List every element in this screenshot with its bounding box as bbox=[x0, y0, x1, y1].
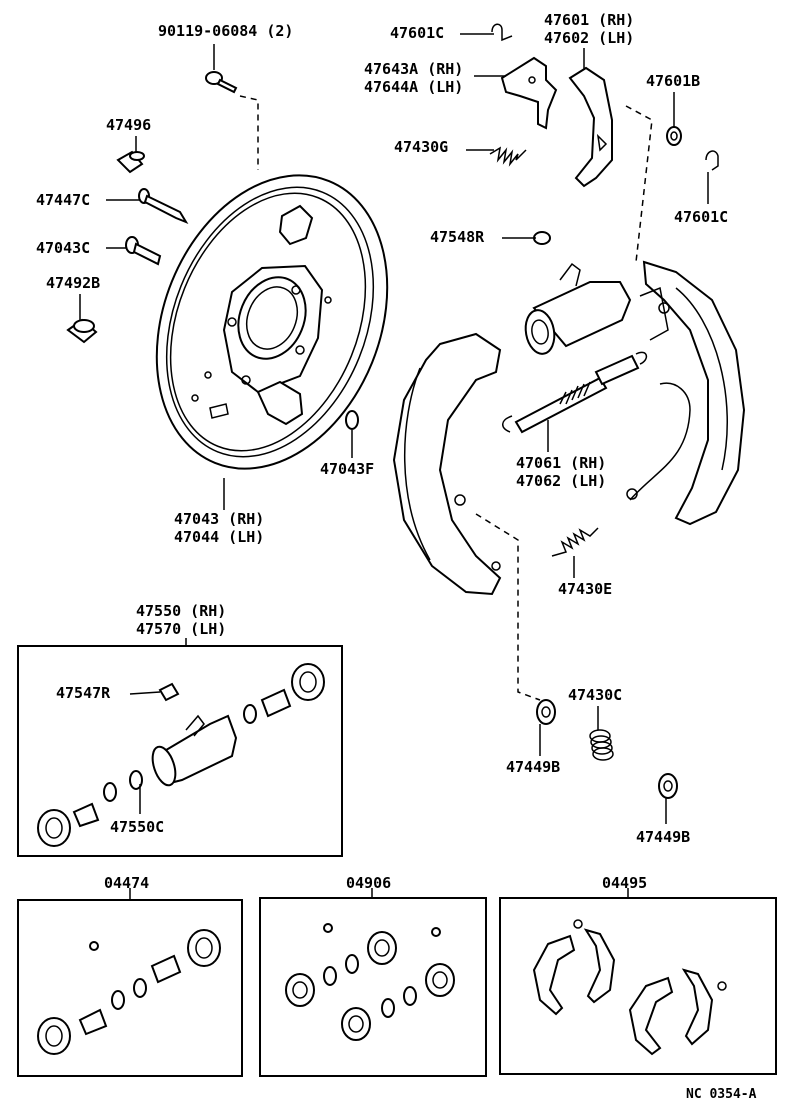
washer-47449B-a-icon bbox=[536, 699, 556, 725]
nut-47043F-icon bbox=[345, 410, 359, 430]
label-lever-rh: 47601 (RH) bbox=[544, 11, 634, 29]
label-47430E: 47430E bbox=[558, 580, 612, 598]
kit-04495-parts-icon bbox=[532, 919, 727, 1056]
label-47492B: 47492B bbox=[46, 274, 100, 292]
label-cylinder-lh: 47570 (LH) bbox=[136, 620, 226, 638]
label-adjuster-rh: 47061 (RH) bbox=[516, 454, 606, 472]
label-plate-lh: 47044 (LH) bbox=[174, 528, 264, 546]
label-47547R: 47547R bbox=[56, 684, 111, 702]
label-cylinder-rh: 47550 (RH) bbox=[136, 602, 226, 620]
wheel-cylinder-main-icon bbox=[524, 262, 632, 355]
label-reference-code: NC 0354-A bbox=[686, 1087, 757, 1102]
backing-plate bbox=[155, 174, 389, 470]
label-adjuster-lh: 47062 (LH) bbox=[516, 472, 606, 490]
label-kit-04495: 04495 bbox=[602, 874, 647, 892]
label-47043F: 47043F bbox=[320, 460, 374, 478]
lever-47601-icon bbox=[568, 66, 613, 188]
label-47449B-b: 47449B bbox=[636, 828, 690, 846]
label-lever-lh: 47602 (LH) bbox=[544, 29, 634, 47]
label-47449B-a: 47449B bbox=[506, 758, 560, 776]
label-47496: 47496 bbox=[106, 116, 151, 134]
wheel-cylinder-box bbox=[17, 645, 343, 857]
brake-shoe-right-icon bbox=[626, 260, 746, 526]
label-47430G: 47430G bbox=[394, 138, 448, 156]
kit-04906-parts-icon bbox=[285, 923, 455, 1041]
label-47550C: 47550C bbox=[110, 818, 164, 836]
wheel-cylinder-exploded-icon bbox=[37, 663, 325, 847]
label-plate-rh: 47043 (RH) bbox=[174, 510, 264, 528]
part-labels: 90119-06084 (2) 47496 47447C 47043C 4749… bbox=[36, 11, 757, 1102]
kit-box-04495 bbox=[499, 897, 777, 1075]
label-47447C: 47447C bbox=[36, 191, 90, 209]
leader-lines bbox=[79, 33, 709, 900]
label-kit-04474: 04474 bbox=[104, 874, 149, 892]
spring-47430E-icon bbox=[551, 527, 599, 557]
label-strut-rh: 47643A (RH) bbox=[364, 60, 463, 78]
clip-47601C-right-icon bbox=[705, 150, 719, 171]
label-47548R: 47548R bbox=[430, 228, 485, 246]
label-47043C: 47043C bbox=[36, 239, 90, 257]
adjuster-47061-icon bbox=[502, 351, 648, 434]
bolt-90119-icon bbox=[205, 71, 238, 94]
strut-47643A-icon bbox=[500, 56, 558, 130]
label-strut-lh: 47644A (LH) bbox=[364, 78, 463, 96]
spring-47430C-icon bbox=[589, 729, 614, 761]
brake-shoe-left-icon bbox=[392, 332, 502, 596]
kit-box-04906 bbox=[259, 897, 487, 1077]
kit-04474-parts-icon bbox=[37, 929, 221, 1055]
plug-47496-icon bbox=[116, 150, 145, 174]
label-47430C: 47430C bbox=[568, 686, 622, 704]
washer-47601B-icon bbox=[666, 126, 682, 146]
label-47601C-top: 47601C bbox=[390, 24, 444, 42]
plug-47492B-icon bbox=[66, 318, 98, 344]
label-kit-04906: 04906 bbox=[346, 874, 391, 892]
clip-47601C-top-icon bbox=[491, 23, 513, 42]
plug-47548R-icon bbox=[533, 231, 551, 245]
pin-47447C-icon bbox=[138, 188, 189, 225]
label-47601C-right: 47601C bbox=[674, 208, 728, 226]
label-bolt-90119: 90119-06084 (2) bbox=[158, 22, 293, 40]
bolt-47043C-icon bbox=[125, 236, 162, 266]
spring-47430G-icon bbox=[489, 146, 527, 167]
washer-47449B-b-icon bbox=[658, 773, 678, 799]
label-47601B: 47601B bbox=[646, 72, 700, 90]
assembly-dashed-lines bbox=[239, 95, 653, 701]
